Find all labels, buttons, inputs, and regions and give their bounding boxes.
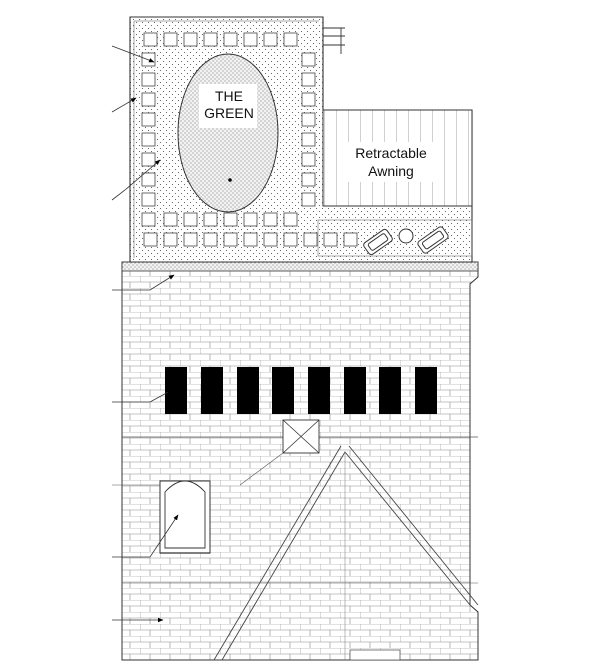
paver-tile [163,212,178,227]
paver-tile [301,152,316,167]
paver-tile [323,232,338,247]
leader-arrow [111,45,155,63]
green-label-line2: GREEN [204,105,254,121]
paver-tile [141,112,156,127]
paver-tile [203,32,218,47]
paver-tile [223,212,238,227]
leader-arrow [112,274,175,291]
skylight [379,367,401,414]
paver-tile [263,232,278,247]
paver-tile [203,232,218,247]
the-green: THE GREEN [177,53,279,213]
leader-arrow [111,159,161,201]
paver-tile [301,172,316,187]
paver-tile [301,132,316,147]
leader-arrow [112,514,179,558]
paver-tile [223,32,238,47]
skylight [201,367,223,414]
awning-label-line1: Retractable [355,145,427,161]
paver-tile [183,232,198,247]
lounge-chair-left [363,228,393,256]
paver-tile [243,232,258,247]
paver-tile [343,232,358,247]
awning-label-line2: Awning [368,163,414,179]
green-oval [177,53,279,213]
paver-tile [301,52,316,67]
green-hole [228,178,232,182]
paver-tile [301,92,316,107]
paver-tile [203,212,218,227]
leader-arrow [111,97,137,113]
skylight [415,367,437,414]
green-label-box [199,84,257,128]
paver-tile [243,212,258,227]
roof-hatch [282,419,320,454]
paver-tile [301,72,316,87]
side-table [398,228,414,244]
paver-tile [163,32,178,47]
skylight [237,367,259,414]
paver-tile [283,32,298,47]
paver-tile [301,192,316,207]
paver-tile [243,32,258,47]
paver-tile [263,212,278,227]
paver-tile [223,232,238,247]
paver-tile [283,212,298,227]
skylight [308,367,330,414]
railing [323,27,345,54]
paver-tile [141,192,156,207]
skylight-row [165,367,437,414]
paver-tile [183,212,198,227]
paver-tile [141,72,156,87]
paver-tile [141,172,156,187]
lounge-furniture [363,226,449,256]
paver-tile [301,112,316,127]
paver-tile [141,132,156,147]
roof-area [121,261,479,661]
awning-label: Retractable Awning [348,142,434,182]
roof-coping [121,261,479,272]
leader-arrow [112,389,173,403]
paver-tile [143,232,158,247]
green-label-line1: THE [215,88,243,104]
lounge-chair-right [417,226,449,254]
skylight [165,367,187,414]
paver-tile [141,212,156,227]
paver-tile [141,152,156,167]
skylight [344,367,366,414]
stair-bulkhead [159,480,211,554]
paver-tile [141,92,156,107]
paver-tile [263,32,278,47]
paver-tile [143,32,158,47]
gable-roof [213,445,479,661]
paver-tile [183,32,198,47]
roof-outline [121,261,479,661]
skylight [272,367,294,414]
paver-tile [303,232,318,247]
leader-arrows [111,45,284,623]
paver-tile [283,232,298,247]
paver-border [141,32,358,247]
awning-deck [317,109,473,257]
paver-tile [163,232,178,247]
